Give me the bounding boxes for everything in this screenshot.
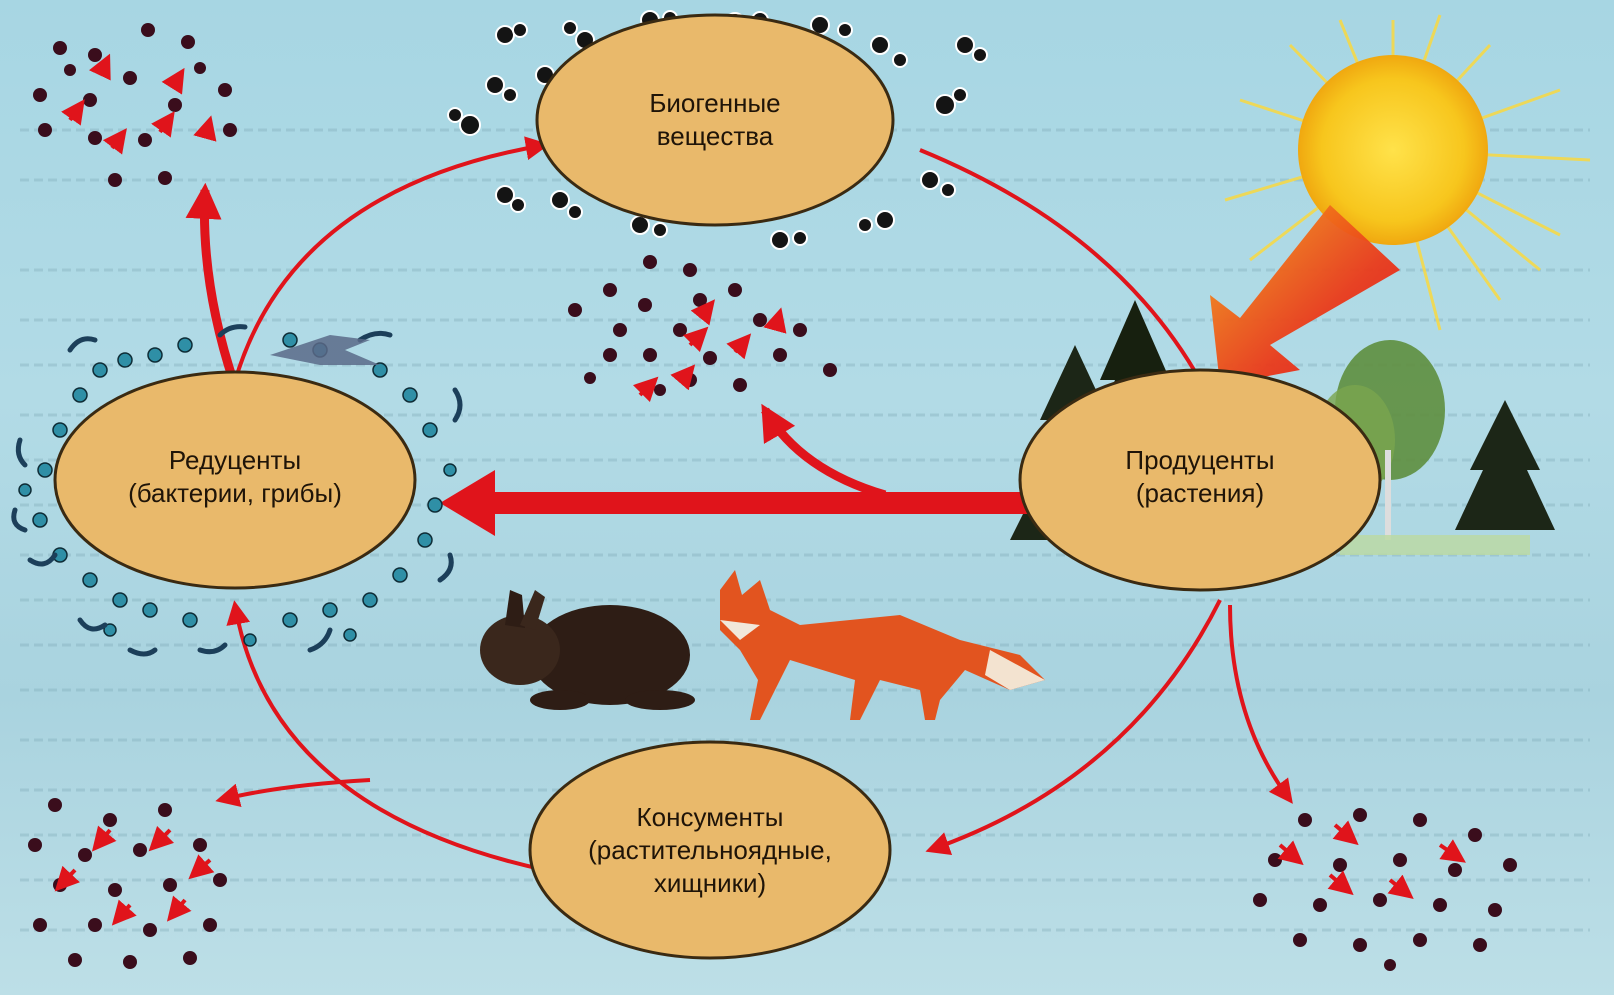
consumers-label-line3: хищники) <box>654 867 766 900</box>
consumers-label: Консументы (растительноядные, хищники) <box>535 790 885 910</box>
ground-patch <box>1340 535 1530 555</box>
reducers-label-line2: (бактерии, грибы) <box>128 477 342 510</box>
consumers-label-line2: (растительноядные, <box>588 834 832 867</box>
producers-to-reducers-arrow <box>440 470 1050 536</box>
consumers-label-line1: Консументы <box>637 801 784 834</box>
reducers-label: Редуценты (бактерии, грибы) <box>75 432 395 522</box>
biogenic-label-line1: Биогенные <box>649 87 780 120</box>
rabbit-icon <box>480 590 695 710</box>
spruce-tree-icon <box>1455 400 1555 530</box>
producers-label: Продуценты (растения) <box>1050 432 1350 522</box>
biogenic-label: Биогенные вещества <box>565 75 865 165</box>
fox-icon <box>720 570 1045 720</box>
biogenic-label-line2: вещества <box>657 120 773 153</box>
producers-label-line2: (растения) <box>1136 477 1264 510</box>
reducers-label-line1: Редуценты <box>169 444 301 477</box>
producers-label-line1: Продуценты <box>1125 444 1274 477</box>
